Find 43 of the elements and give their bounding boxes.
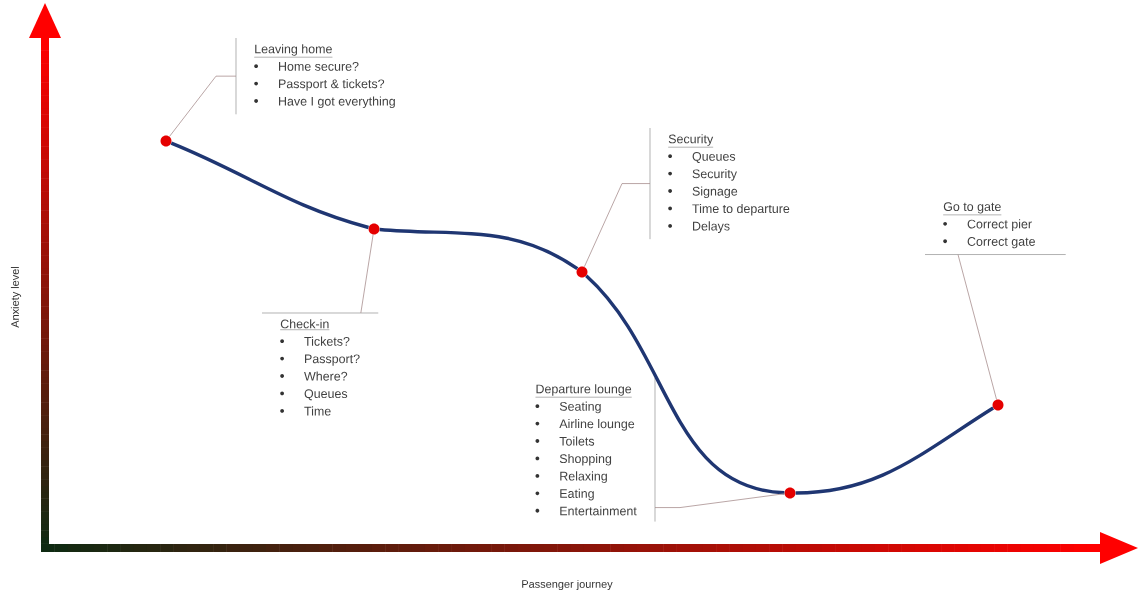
- leader-line: [583, 183, 651, 268]
- curve-segment: [379, 227, 579, 271]
- leader-line: [957, 254, 997, 400]
- curve-point: [368, 223, 380, 235]
- list-item: Delays: [693, 221, 730, 233]
- leader-line: [169, 75, 237, 137]
- list-item: Time to departure: [692, 203, 790, 216]
- list-item: Eating: [560, 488, 594, 501]
- list-item: Correct gate: [967, 237, 1035, 249]
- curve-point: [992, 399, 1004, 411]
- list-item: Correct pier: [967, 219, 1032, 231]
- curve-point: [576, 266, 588, 278]
- list-item: Where?: [304, 371, 348, 381]
- list-item: Airline lounge: [559, 419, 635, 431]
- list-item: Seating: [559, 401, 601, 414]
- list-item: Queues: [692, 151, 736, 163]
- axis-label: Anxiety level: [10, 267, 22, 328]
- list-item: Entertainment: [560, 506, 637, 516]
- list-item: Queues: [304, 389, 348, 401]
- curve-segment: [585, 274, 785, 495]
- leader-line: [360, 234, 374, 314]
- callout-heading: Check-in: [280, 319, 330, 330]
- callout-heading: Security: [668, 134, 714, 148]
- axis-label: Passenger journey: [522, 579, 613, 591]
- curve-point: [784, 487, 796, 499]
- list-item: Tickets?: [304, 336, 350, 346]
- callout-heading: Departure lounge: [535, 384, 632, 398]
- curve-segment: [170, 141, 369, 230]
- list-item: Have I got everything: [279, 96, 395, 109]
- curve-segment: [795, 406, 995, 495]
- list-item: Home secure?: [279, 61, 359, 71]
- callout-heading: Leaving home: [254, 44, 333, 58]
- list-item: Toilets: [559, 436, 595, 446]
- curve-point: [160, 135, 172, 147]
- list-item: Relaxing: [560, 471, 607, 483]
- list-item: Time: [304, 406, 331, 416]
- leader-line: [654, 493, 785, 508]
- list-item: Signage: [692, 186, 738, 199]
- list-item: Passport?: [305, 354, 360, 366]
- list-item: Security: [692, 169, 737, 181]
- callout-heading: Go to gate: [943, 202, 1002, 216]
- list-item: Shopping: [559, 453, 612, 466]
- list-item: Passport & tickets?: [279, 79, 385, 91]
